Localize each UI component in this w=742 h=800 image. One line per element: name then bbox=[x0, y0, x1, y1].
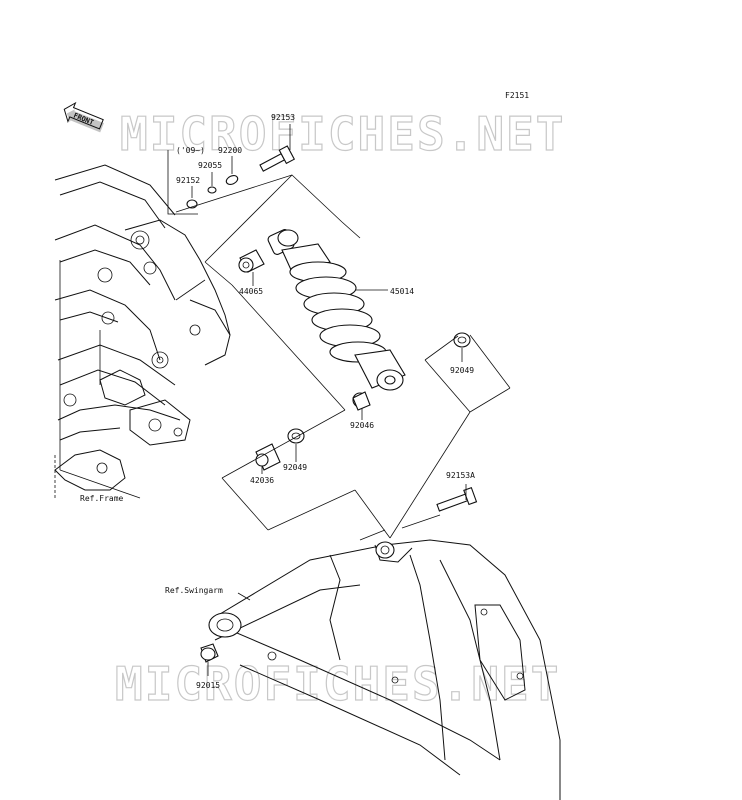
label-ref-frame: Ref.Frame bbox=[80, 494, 124, 503]
label-92049-right: 92049 bbox=[450, 366, 474, 375]
label-45014: 45014 bbox=[390, 287, 414, 296]
seal-92049-right bbox=[453, 332, 471, 348]
upper-bolt-group bbox=[167, 145, 296, 215]
bushing-44065 bbox=[238, 249, 265, 273]
washer-92200 bbox=[225, 175, 239, 185]
collar-42036 bbox=[255, 443, 281, 471]
label-44065: 44065 bbox=[239, 287, 263, 296]
label-92046: 92046 bbox=[350, 421, 374, 430]
swingarm-drawing bbox=[208, 529, 561, 800]
label-92153A: 92153A bbox=[446, 471, 475, 480]
label-92015: 92015 bbox=[196, 681, 220, 690]
nut-92015 bbox=[200, 643, 219, 663]
seal-92049-left bbox=[287, 428, 305, 444]
label-92153: 92153 bbox=[271, 113, 295, 122]
bolt-92153A bbox=[436, 486, 478, 512]
watermark-top: MICROFICHES.NET bbox=[120, 107, 565, 161]
label-42036: 42036 bbox=[250, 476, 274, 485]
label-92152: 92152 bbox=[176, 176, 200, 185]
watermark-bottom: MICROFICHES.NET bbox=[115, 657, 560, 711]
note-year: ('09~) bbox=[176, 146, 205, 155]
label-92200: 92200 bbox=[218, 146, 242, 155]
leader-lines bbox=[59, 124, 467, 676]
label-ref-swingarm: Ref.Swingarm bbox=[165, 586, 223, 595]
figure-code: F2151 bbox=[505, 91, 529, 100]
oring-92055 bbox=[207, 186, 217, 194]
front-arrow-icon: FRONT bbox=[63, 101, 104, 133]
label-92049-left: 92049 bbox=[283, 463, 307, 472]
bushing-92046 bbox=[352, 391, 371, 411]
bolt-92153 bbox=[259, 145, 296, 172]
label-92055: 92055 bbox=[198, 161, 222, 170]
frame-drawing bbox=[54, 164, 231, 500]
shock-absorber-45014 bbox=[267, 229, 406, 391]
